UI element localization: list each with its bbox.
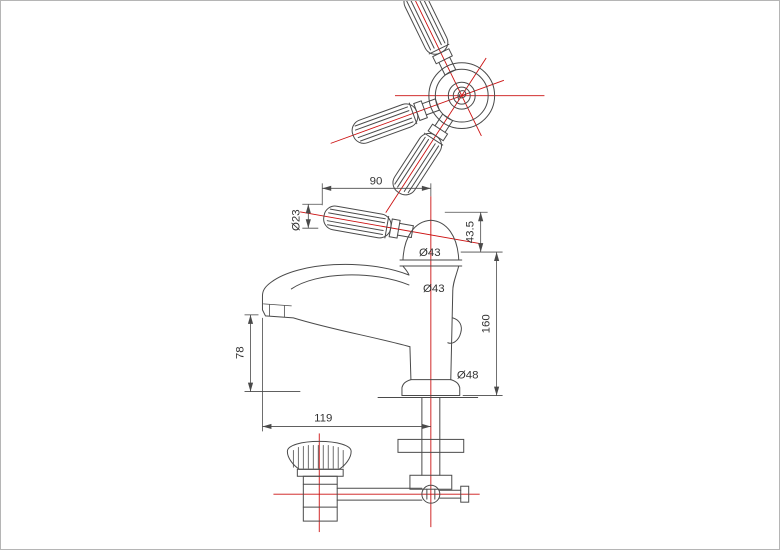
aerator [263, 303, 292, 318]
handle-hub [428, 62, 496, 130]
dim-label-lever-reach: 90 [370, 175, 383, 187]
spout-outline [261, 263, 411, 348]
popup-knob [447, 317, 462, 344]
lower-nut [409, 474, 453, 490]
waste-assembly [286, 440, 470, 522]
waste-flange [296, 468, 344, 477]
spout-inner-line [290, 274, 410, 290]
dome-hatching [292, 444, 344, 469]
centerlines [273, 95, 545, 533]
dim-label-head-height: 43.5 [465, 221, 477, 243]
brand-mark [457, 90, 467, 101]
front-lever-handle [297, 199, 485, 257]
rod-end-cap [460, 485, 470, 503]
backnut [397, 438, 465, 453]
dimensions: 90 Ø23 Ø43 Ø43 43.5 160 78 Ø48 [235, 175, 503, 432]
dim-label-spout-height: 78 [235, 346, 247, 359]
waste-body [302, 475, 338, 522]
top-view-handle-positions [326, 1, 509, 220]
front-view-faucet [261, 199, 485, 500]
dim-label-spout-reach: 119 [314, 412, 332, 424]
left-shoulder [402, 265, 410, 276]
dim-label-head-diameter: Ø43 [419, 247, 441, 259]
dim-label-body-diameter: Ø43 [423, 283, 445, 295]
dim-label-handle-diameter: Ø23 [290, 209, 302, 231]
body-right-edge [450, 265, 460, 381]
cartridge-dome [402, 219, 460, 261]
waste-plug-dome [286, 440, 352, 470]
dim-label-overall-height: 160 [481, 314, 493, 333]
base-flange [401, 379, 461, 397]
ball-joint [421, 484, 441, 504]
lever-position-down [375, 51, 497, 220]
body-left-edge [409, 346, 412, 381]
dim-label-base-diameter: Ø48 [457, 370, 479, 382]
